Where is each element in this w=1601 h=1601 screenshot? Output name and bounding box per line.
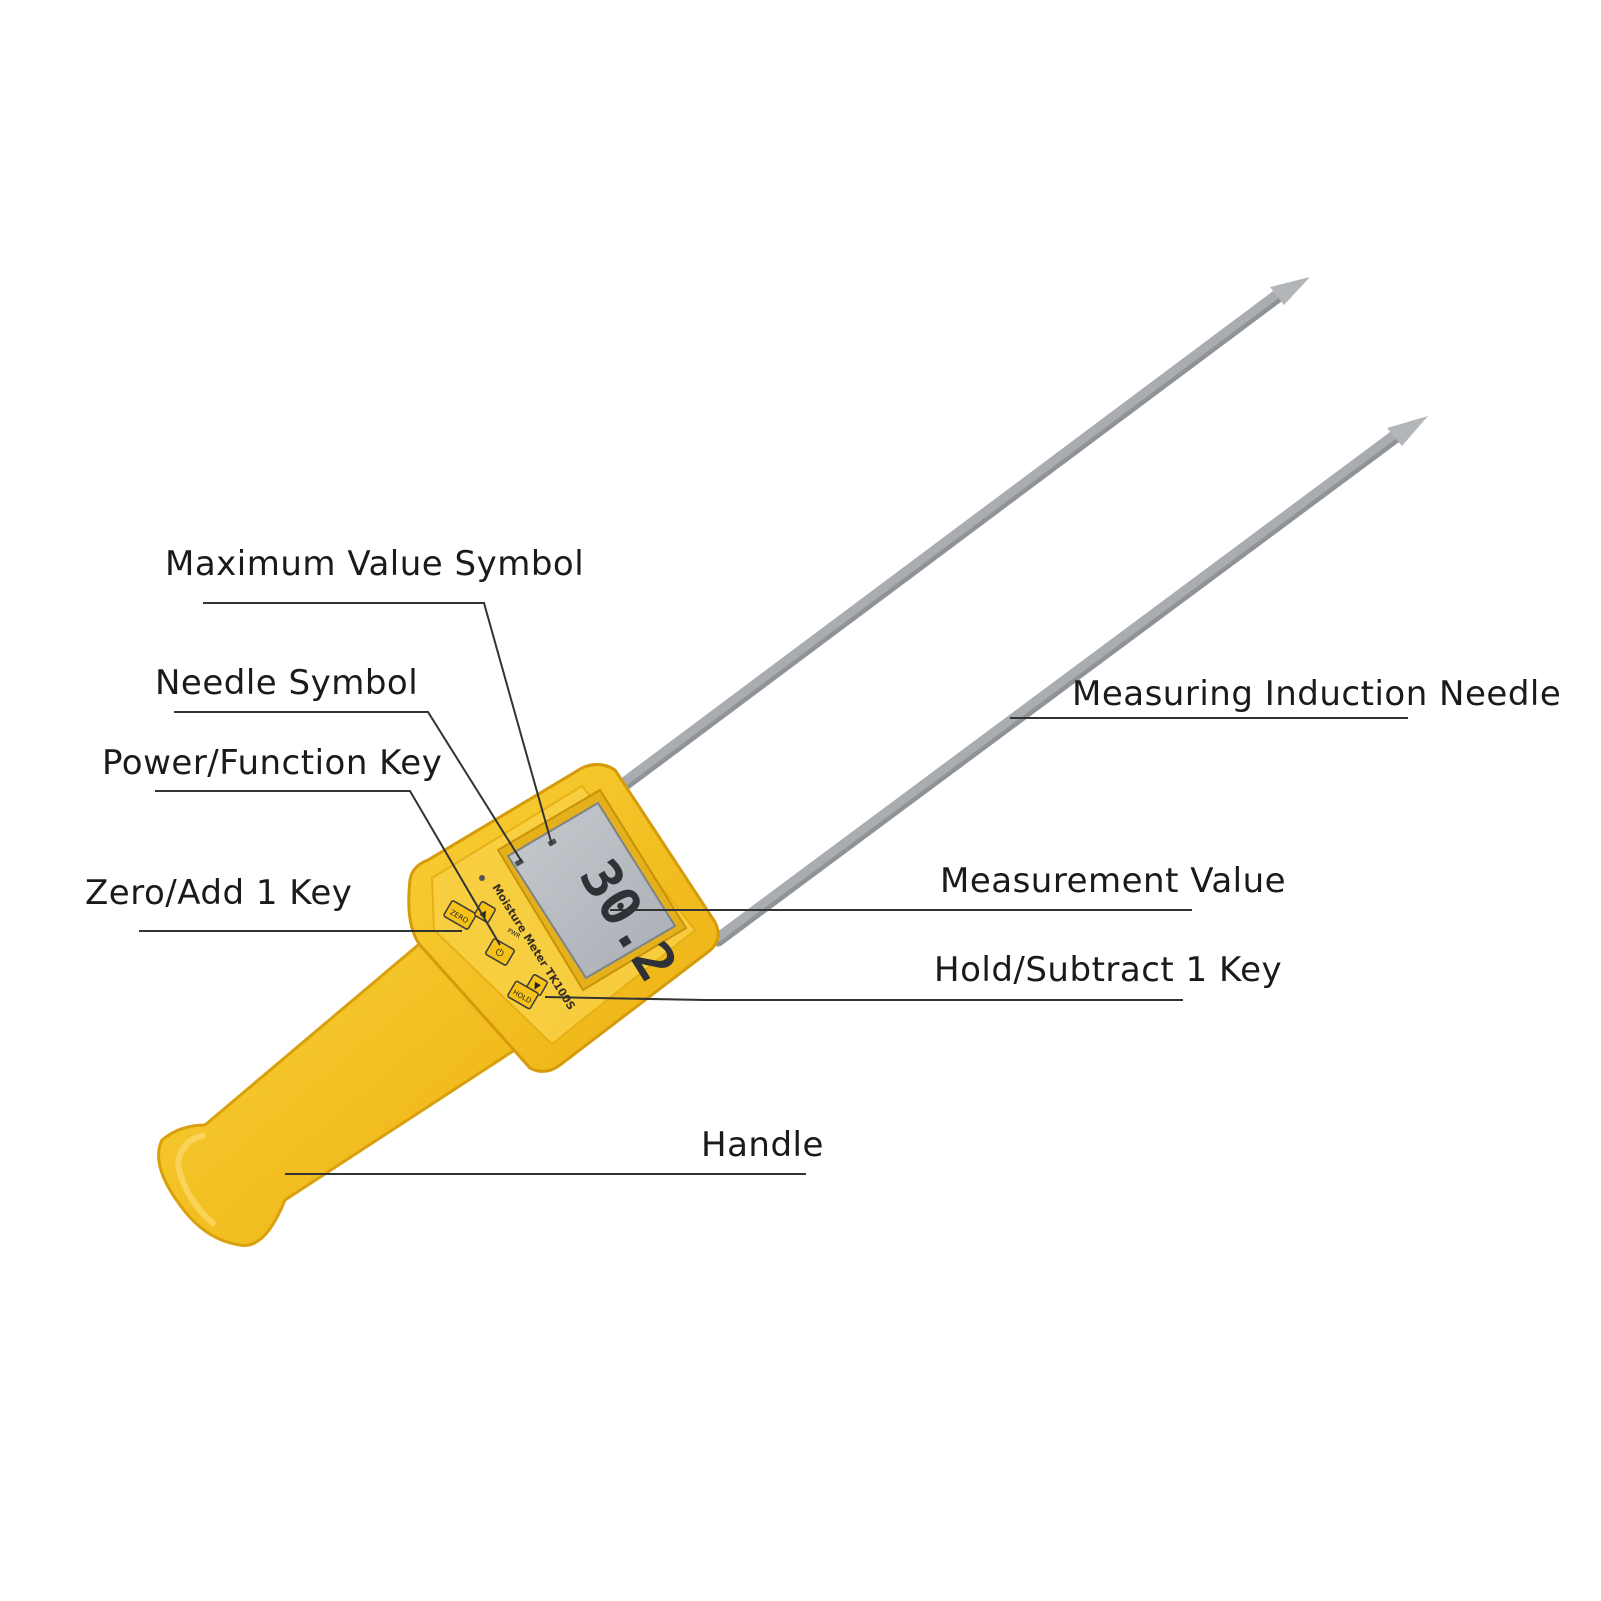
label-measuring-induction-needle: Measuring Induction Needle [1072,674,1562,714]
label-hold-subtract-key: Hold/Subtract 1 Key [934,950,1283,990]
hold-key[interactable]: HOLD [507,980,539,1010]
label-needle-symbol: Needle Symbol [155,663,419,703]
needle-back [610,277,1310,797]
label-measurement-value: Measurement Value [940,861,1287,901]
handle-grip [157,932,533,1247]
leader-hold-key [544,996,1183,1001]
leader-needle-symbol [174,711,523,863]
leader-max-value [203,602,553,846]
leader-lines [139,602,1408,1175]
label-power-function-key: Power/Function Key [102,743,443,783]
label-zero-add-key: Zero/Add 1 Key [85,873,353,913]
zero-key[interactable]: ZERO [443,900,477,930]
lcd-screen [506,801,677,980]
needle-front [711,416,1428,947]
leader-power-key [155,790,501,946]
power-key[interactable]: ⏻ [485,938,515,966]
svg-text:▲: ▲ [479,908,490,920]
svg-text:▼: ▼ [531,981,542,993]
label-maximum-value-symbol: Maximum Value Symbol [165,544,585,584]
label-handle: Handle [701,1125,824,1165]
